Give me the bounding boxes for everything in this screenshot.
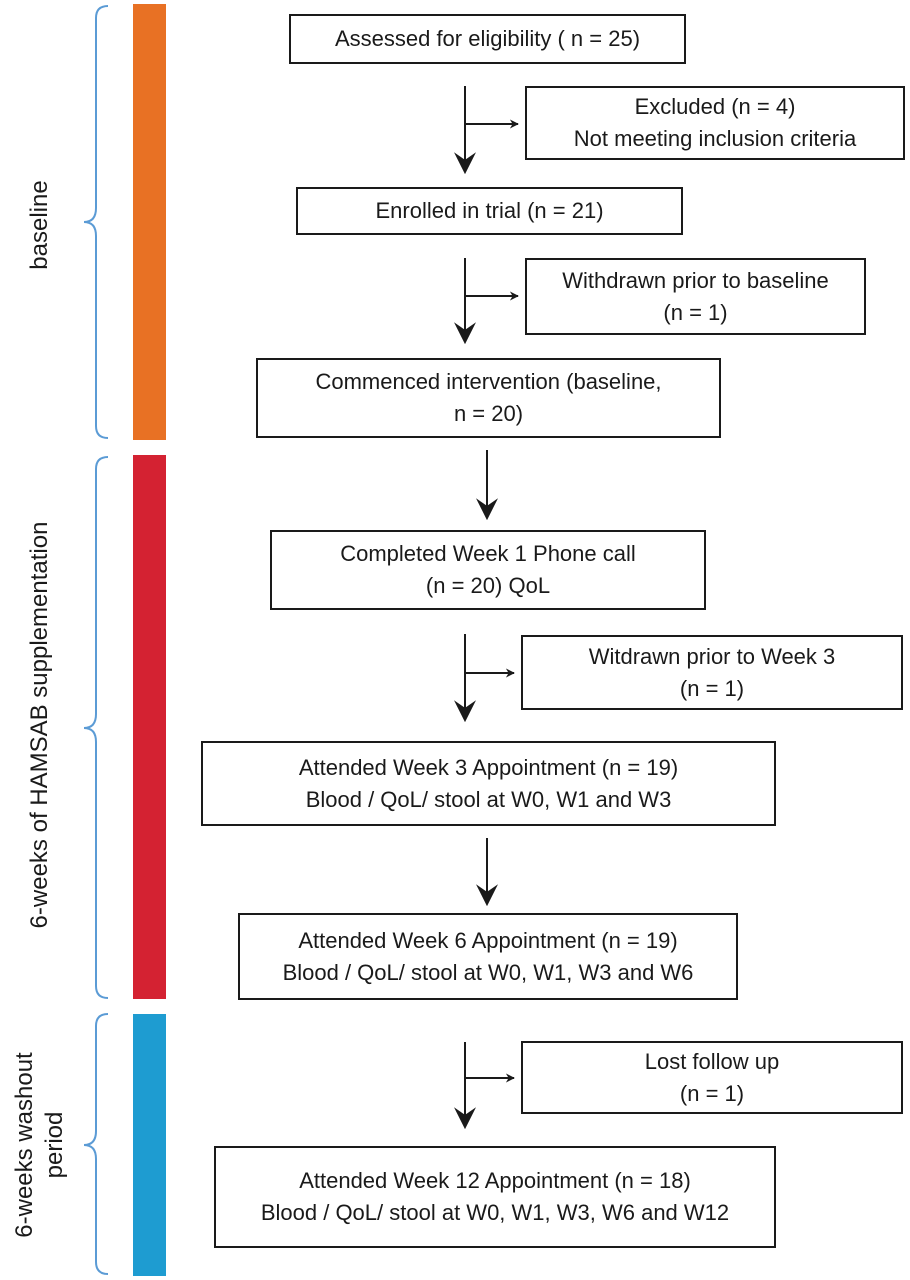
week12-appointment-box: Attended Week 12 Appointment (n = 18) Bl…: [214, 1146, 776, 1248]
withdrawn-week3-line2: (n = 1): [679, 675, 745, 701]
supplementation-phase-bar: [133, 455, 166, 999]
lost-followup-box: Lost follow up (n = 1): [521, 1041, 903, 1114]
withdrawn-baseline-line1: Withdrawn prior to baseline: [562, 267, 829, 293]
week3-line2: Blood / QoL/ stool at W0, W1 and W3: [305, 786, 672, 812]
week12-line1: Attended Week 12 Appointment (n = 18): [299, 1168, 691, 1193]
assessed-eligibility-text: Assessed for eligibility ( n = 25): [334, 26, 641, 51]
supplementation-bracket: [83, 456, 109, 999]
withdrawn-baseline-box: Withdrawn prior to baseline (n = 1): [525, 258, 866, 335]
baseline-phase-bar: [133, 4, 166, 440]
week6-line1: Attended Week 6 Appointment (n = 19): [298, 927, 678, 953]
branch-lost-followup-arrow: [454, 1042, 515, 1130]
commenced-line2: n = 20): [453, 401, 524, 426]
branch-withdrawn-baseline-arrow: [454, 258, 519, 345]
week1-phone-call-box: Completed Week 1 Phone call (n = 20) QoL: [270, 530, 706, 610]
withdrawn-week3-line1: Witdrawn prior to Week 3: [588, 643, 836, 669]
week3-line1: Attended Week 3 Appointment (n = 19): [298, 754, 679, 780]
lost-followup-line2: (n = 1): [679, 1080, 745, 1106]
withdrawn-week3-box: Witdrawn prior to Week 3 (n = 1): [521, 635, 903, 710]
baseline-bracket: [83, 5, 109, 439]
branch-exclusion-arrow: [454, 86, 519, 175]
week12-line2: Blood / QoL/ stool at W0, W1, W3, W6 and…: [260, 1200, 730, 1225]
week1-line1: Completed Week 1 Phone call: [340, 541, 636, 566]
branch-withdrawn-week3-arrow: [454, 634, 515, 723]
excluded-box: Excluded (n = 4) Not meeting inclusion c…: [525, 86, 905, 160]
assessed-eligibility-box: Assessed for eligibility ( n = 25): [289, 14, 686, 64]
washout-phase-bar: [133, 1014, 166, 1276]
commenced-line1: Commenced intervention (baseline,: [315, 369, 662, 394]
withdrawn-baseline-line2: (n = 1): [663, 299, 728, 325]
week1-line2: (n = 20) QoL: [425, 573, 551, 598]
week6-line2: Blood / QoL/ stool at W0, W1, W3 and W6: [282, 959, 694, 985]
washout-bracket: [83, 1013, 109, 1275]
enrolled-box: Enrolled in trial (n = 21): [296, 187, 683, 235]
enrolled-text: Enrolled in trial (n = 21): [375, 198, 604, 223]
week3-appointment-box: Attended Week 3 Appointment (n = 19) Blo…: [201, 741, 776, 826]
lost-followup-line1: Lost follow up: [644, 1048, 780, 1074]
week6-appointment-box: Attended Week 6 Appointment (n = 19) Blo…: [238, 913, 738, 1000]
excluded-line2: Not meeting inclusion criteria: [573, 126, 857, 151]
excluded-line1: Excluded (n = 4): [634, 94, 796, 119]
commenced-intervention-box: Commenced intervention (baseline, n = 20…: [256, 358, 721, 438]
